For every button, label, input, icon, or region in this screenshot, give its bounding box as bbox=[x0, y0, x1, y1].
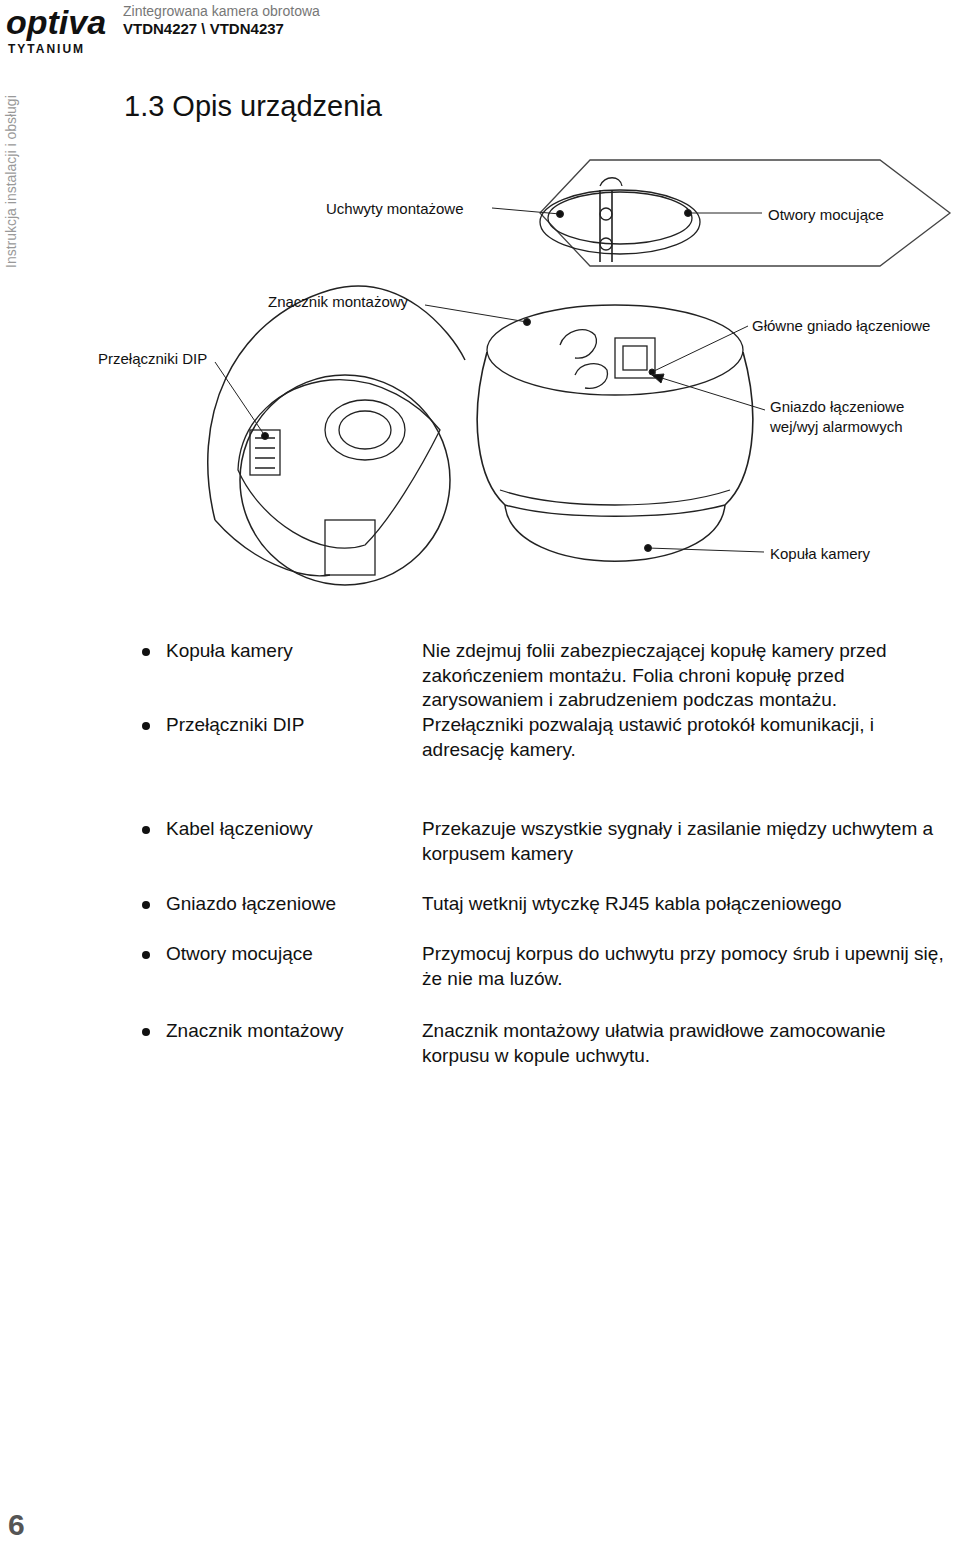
list-description: Przekazuje wszystkie sygnały i zasilanie… bbox=[422, 817, 958, 866]
main-socket-inner bbox=[623, 346, 647, 370]
section-title: 1.3 Opis urządzenia bbox=[124, 88, 382, 126]
bracket-screw bbox=[600, 238, 612, 250]
list-description: Przymocuj korpus do uchwytu przy pomocy … bbox=[422, 942, 958, 991]
dome bbox=[505, 505, 725, 561]
callout-label: Znacznik montażowy bbox=[268, 292, 408, 312]
main-socket bbox=[615, 338, 655, 378]
dip-switch-block bbox=[250, 430, 280, 475]
bracket-hook bbox=[600, 190, 612, 262]
list-term: Znacznik montażowy bbox=[166, 1019, 343, 1044]
callout-label: Przełączniki DIP bbox=[98, 349, 207, 369]
callout-label: Uchwyty montażowe bbox=[326, 199, 464, 219]
body-band bbox=[505, 505, 725, 516]
list-description: Przełączniki pozwalają ustawić protokół … bbox=[422, 713, 958, 762]
list-term: Przełączniki DIP bbox=[166, 713, 304, 738]
bracket-ring-inner bbox=[548, 192, 692, 244]
callout-label: Kopuła kamery bbox=[770, 544, 870, 564]
callout-label: Główne gniado łączeniowe bbox=[752, 316, 930, 336]
board bbox=[325, 520, 375, 575]
body-band bbox=[500, 490, 730, 505]
bracket-top bbox=[600, 178, 622, 186]
bracket-ring bbox=[540, 190, 700, 254]
list-description: Znacznik montażowy ułatwia prawidłowe za… bbox=[422, 1019, 958, 1068]
camera-ball bbox=[240, 375, 450, 585]
list-description: Nie zdejmuj folii zabezpieczającej kopuł… bbox=[422, 639, 958, 713]
side-text: Instrukcja instalacji i obsługi bbox=[2, 95, 20, 268]
housing-interior bbox=[238, 380, 440, 549]
list-term: Kopuła kamery bbox=[166, 639, 293, 664]
keyhole bbox=[575, 364, 607, 389]
callout-label: Gniazdo łączeniowe wej/wyj alarmowych bbox=[770, 397, 940, 436]
keyhole bbox=[560, 330, 596, 358]
bracket-screw bbox=[600, 208, 612, 220]
housing-outline bbox=[215, 520, 330, 576]
dip-switch-lines bbox=[255, 438, 275, 468]
model-number: VTDN4227 \ VTDN4237 bbox=[123, 19, 284, 39]
list-term: Gniazdo łączeniowe bbox=[166, 892, 336, 917]
list-description: Tutaj wetknij wtyczkę RJ45 kabla połącze… bbox=[422, 892, 958, 917]
list-term: Kabel łączeniowy bbox=[166, 817, 313, 842]
lens bbox=[325, 400, 405, 460]
logo-text: optiva bbox=[6, 0, 106, 44]
list-term: Otwory mocujące bbox=[166, 942, 313, 967]
callout-label: Otwory mocujące bbox=[768, 205, 884, 225]
logo-subtext: TYTANIUM bbox=[8, 42, 85, 58]
body-top bbox=[487, 305, 743, 395]
lens-inner bbox=[339, 411, 391, 449]
page-number: 6 bbox=[8, 1505, 25, 1544]
mounting-plate bbox=[540, 160, 950, 266]
header-text: Zintegrowana kamera obrotowa bbox=[123, 2, 320, 20]
